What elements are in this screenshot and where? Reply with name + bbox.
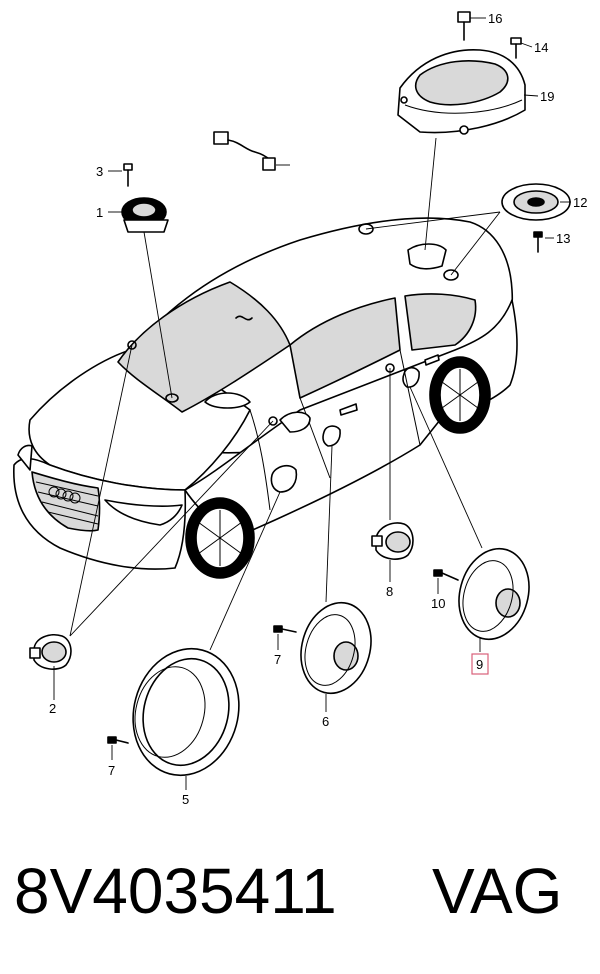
screw-part-14: [510, 37, 522, 59]
tweeter-part-2: [29, 634, 72, 670]
speaker-part-12: [501, 183, 571, 221]
callout-14: 14: [534, 40, 548, 55]
amplifier-part-16: [397, 49, 526, 135]
woofer-part-6: [300, 601, 372, 695]
screw-part-3: [123, 163, 133, 187]
callout-9-highlight-box: [471, 653, 489, 675]
callout-7-upper: 7: [274, 652, 281, 667]
brand-label: VAG: [432, 855, 563, 927]
callout-labels: 16 14 19 12 13 3 1 2 8 10 7 6 7 5 9: [49, 11, 587, 807]
callout-7-lower: 7: [108, 763, 115, 778]
woofer-part-5: [132, 647, 240, 777]
leader-lines: [53, 17, 571, 790]
callout-13: 13: [556, 231, 570, 246]
callout-5: 5: [182, 792, 189, 807]
part-number: 8V4035411: [14, 855, 337, 927]
woofer-part-9: [458, 547, 530, 641]
callout-3: 3: [96, 164, 103, 179]
callout-12: 12: [573, 195, 587, 210]
screw-part-10: [433, 569, 459, 581]
callout-9: 9: [476, 657, 483, 672]
screw-part-7-upper: [273, 625, 297, 633]
cable-part-19: [213, 131, 276, 171]
callout-15: 16: [488, 11, 502, 26]
callout-8: 8: [386, 584, 393, 599]
tweeter-part-8: [371, 522, 414, 560]
screw-part-13: [533, 231, 543, 253]
tweeter-part-1: [121, 197, 169, 233]
callout-6: 6: [322, 714, 329, 729]
callout-1: 1: [96, 205, 103, 220]
callout-2: 2: [49, 701, 56, 716]
screw-part-7-lower: [107, 736, 129, 744]
callout-10: 10: [431, 596, 445, 611]
bolt-part-15: [457, 11, 471, 41]
callout-16: 19: [540, 89, 554, 104]
